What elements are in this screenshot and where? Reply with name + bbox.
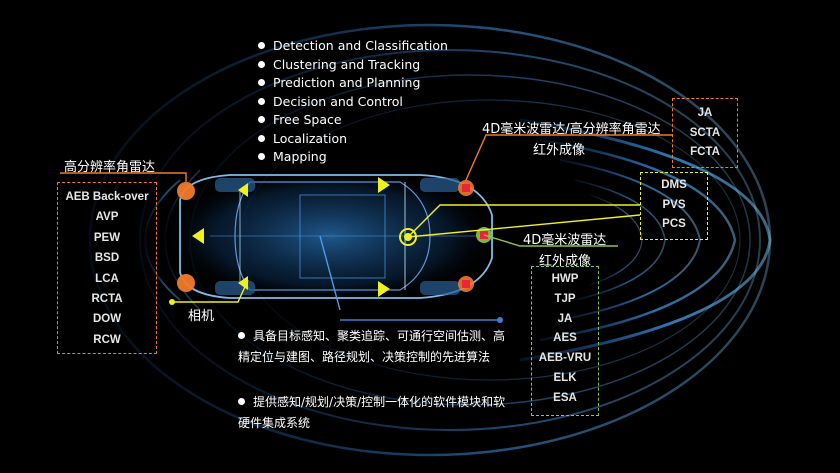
bullet-clustering: Clustering and Tracking — [258, 57, 420, 72]
top-right-box-item: SCTA — [689, 126, 721, 139]
sensor-red-bottom — [462, 280, 470, 288]
line-left-radar — [60, 172, 187, 182]
bullet-free-space: Free Space — [258, 112, 342, 127]
line-camera-pvs — [407, 214, 641, 238]
sensor-red-top — [462, 184, 470, 192]
arrow-right-top — [378, 177, 390, 193]
bottom-right-box-item: HWP — [551, 273, 579, 285]
bottom-right-box-item: ELK — [553, 371, 577, 384]
arrow-left-mid — [192, 228, 204, 244]
line-camera-dms — [407, 204, 640, 238]
middle-right-box-item: DMS — [661, 179, 687, 191]
left-box-item: AEB Back-over — [65, 191, 149, 203]
arrow-left-top — [238, 183, 248, 197]
camera-dot — [399, 228, 417, 246]
label-left-radar: 高分辨率角雷达 — [64, 160, 156, 175]
bottom-right-box-item: ESA — [553, 391, 577, 404]
top-right-function-box: JA SCTA FCTA — [672, 98, 738, 168]
label-top-right-radar: 4D毫米波雷达/高分辨率角雷达 — [482, 122, 661, 137]
line-front-radar — [483, 234, 618, 247]
left-box-item: LCA — [95, 272, 119, 285]
left-box-item: BSD — [94, 252, 120, 265]
bottom-right-box-item: TJP — [554, 292, 576, 305]
bullet-mapping: Mapping — [258, 149, 327, 164]
label-mid-right-radar: 4D毫米波雷达 — [523, 233, 607, 248]
left-box-item: RCTA — [91, 292, 123, 305]
left-box-item: AVP — [95, 211, 119, 224]
bullet-dot — [238, 332, 245, 339]
bullet-dot — [238, 398, 245, 405]
left-function-box: AEB Back-over AVP PEW BSD LCA RCTA DOW R… — [57, 182, 157, 354]
bottom-right-box-item: JA — [557, 312, 573, 325]
line-features — [319, 235, 341, 311]
bottom-right-box-item: AEB-VRU — [538, 352, 592, 365]
bottom-right-box-item: AES — [553, 332, 577, 345]
bullet-localization: Localization — [258, 131, 347, 146]
left-box-item: PEW — [93, 231, 121, 244]
radar-waves — [88, 23, 772, 457]
top-right-box-item: FCTA — [690, 146, 720, 158]
label-top-right-ir: 红外成像 — [533, 143, 586, 158]
line-top-right-radar — [465, 134, 672, 181]
car-body — [160, 166, 500, 306]
label-camera: 相机 — [188, 309, 215, 324]
feature-algorithms-text: 具备目标感知、聚类追踪、可通行空间估测、高精定位与建图、路径规划、决策控制的先进… — [238, 329, 506, 364]
label-mid-right-ir: 红外成像 — [539, 254, 592, 269]
arrow-right-bottom — [378, 281, 390, 297]
feature-software-text: 提供感知/规划/决策/控制一体化的软件模块和软硬件集成系统 — [238, 395, 506, 430]
top-right-box-item: JA — [697, 107, 713, 119]
bullet-decision: Decision and Control — [258, 94, 403, 109]
middle-right-box-item: PVS — [662, 198, 686, 211]
feature-algorithms: 具备目标感知、聚类追踪、可通行空间估测、高精定位与建图、路径规划、决策控制的先进… — [238, 326, 508, 368]
corner-radar-rear-left — [177, 274, 195, 292]
middle-right-box-item: PCS — [662, 218, 686, 230]
bullet-prediction: Prediction and Planning — [258, 75, 420, 90]
line-camera — [172, 279, 249, 303]
left-box-item: RCW — [93, 333, 121, 346]
feature-software: 提供感知/规划/决策/控制一体化的软件模块和软硬件集成系统 — [238, 392, 508, 434]
bullet-detection: Detection and Classification — [258, 38, 448, 53]
corner-radar-front-left — [177, 182, 195, 200]
bottom-right-function-box: HWP TJP JA AES AEB-VRU ELK ESA — [531, 266, 599, 416]
left-box-item: DOW — [92, 313, 122, 326]
middle-right-function-box: DMS PVS PCS — [640, 172, 708, 240]
